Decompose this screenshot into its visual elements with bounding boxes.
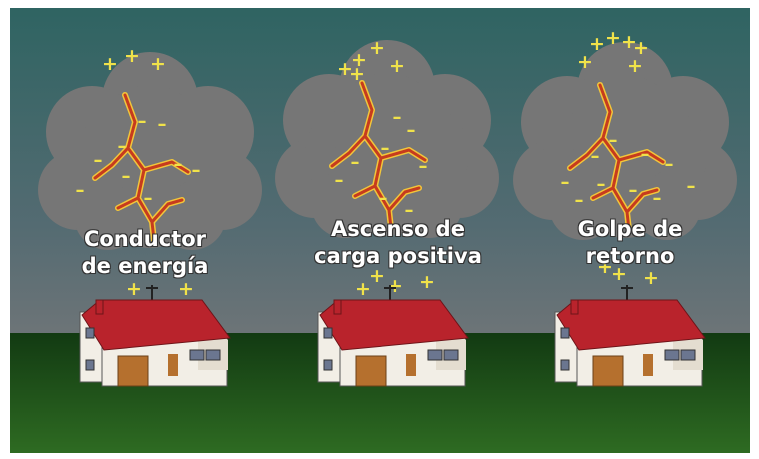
window xyxy=(205,349,221,361)
caption-ascenso: Ascenso de carga positiva xyxy=(283,216,513,270)
negative-charge: – xyxy=(174,154,183,175)
window xyxy=(323,327,333,339)
caption-line: Ascenso de xyxy=(331,217,465,241)
cloud-puff xyxy=(74,182,142,250)
caption-line: carga positiva xyxy=(314,244,482,268)
negative-charge: – xyxy=(335,170,344,191)
house xyxy=(317,285,469,387)
front-door xyxy=(406,354,416,376)
negative-charge: – xyxy=(76,180,85,201)
front-door xyxy=(168,354,178,376)
negative-charge: – xyxy=(405,200,414,221)
negative-charge: – xyxy=(407,120,416,141)
panel-2: ++++++––––––––––+++ xyxy=(513,27,737,387)
chimney xyxy=(95,299,104,315)
negative-charge: – xyxy=(379,188,388,209)
positive-charge: + xyxy=(589,33,605,55)
caption-conductor: Conductor de energía xyxy=(40,226,250,280)
window xyxy=(427,349,443,361)
negative-charge: – xyxy=(609,130,618,151)
garage-door xyxy=(355,355,387,387)
cloud-puff xyxy=(311,170,379,238)
cloud-puff xyxy=(95,85,205,195)
panel-0: +++–––––––––++ xyxy=(38,45,262,387)
house xyxy=(554,285,706,387)
front-door xyxy=(643,354,653,376)
positive-charge: + xyxy=(577,51,593,73)
positive-charge: + xyxy=(150,53,166,75)
ground-positive-charge: + xyxy=(419,271,435,293)
positive-charge: + xyxy=(351,49,367,71)
cloud-puff xyxy=(549,172,617,240)
negative-charge: – xyxy=(561,172,570,193)
negative-charge: – xyxy=(665,154,674,175)
negative-charge: – xyxy=(393,107,402,128)
window xyxy=(443,349,459,361)
negative-charge: – xyxy=(144,188,153,209)
positive-charge: + xyxy=(389,55,405,77)
ground-positive-charge: + xyxy=(643,267,659,289)
positive-charge: + xyxy=(349,63,365,85)
negative-charge: – xyxy=(575,190,584,211)
negative-charge: – xyxy=(419,156,428,177)
lightning-bolt xyxy=(568,83,665,232)
ground-positive-charge: + xyxy=(355,278,371,300)
negative-charge: – xyxy=(591,146,600,167)
caption-line: Conductor xyxy=(83,227,207,251)
ground-positive-charge: + xyxy=(178,278,194,300)
house xyxy=(79,285,231,387)
positive-charge: + xyxy=(337,58,353,80)
positive-charge: + xyxy=(621,31,637,53)
caption-line: Golpe de xyxy=(577,217,683,241)
positive-charge: + xyxy=(605,27,621,49)
chimney xyxy=(333,299,342,315)
negative-charge: – xyxy=(641,144,650,165)
window xyxy=(85,327,95,339)
negative-charge: – xyxy=(629,180,638,201)
negative-charge: – xyxy=(138,111,147,132)
positive-charge: + xyxy=(124,45,140,67)
caption-line: retorno xyxy=(585,244,675,268)
ground-positive-charge: + xyxy=(597,256,613,278)
negative-charge: – xyxy=(653,188,662,209)
caption-line: de energía xyxy=(81,254,209,278)
positive-charge: + xyxy=(102,53,118,75)
ground-positive-charge: + xyxy=(387,275,403,297)
negative-charge: – xyxy=(158,114,167,135)
garage-door xyxy=(592,355,624,387)
garage-door xyxy=(117,355,149,387)
cloud-puff xyxy=(570,75,680,185)
positive-charge: + xyxy=(627,55,643,77)
negative-charge: – xyxy=(192,160,201,181)
ground-positive-charge: + xyxy=(611,263,627,285)
window xyxy=(560,327,570,339)
ground-positive-charge: + xyxy=(126,278,142,300)
negative-charge: – xyxy=(351,152,360,173)
window xyxy=(664,349,680,361)
negative-charge: – xyxy=(687,176,696,197)
negative-charge: – xyxy=(122,166,131,187)
ground-positive-charge: + xyxy=(369,265,385,287)
lightning-bolt xyxy=(330,81,427,230)
negative-charge: – xyxy=(94,150,103,171)
window xyxy=(323,359,333,371)
window xyxy=(680,349,696,361)
negative-charge: – xyxy=(118,136,127,157)
positive-charge: + xyxy=(369,37,385,59)
window xyxy=(560,359,570,371)
panel-1: +++++––––––––++++ xyxy=(275,37,499,387)
negative-charge: – xyxy=(597,174,606,195)
negative-charge: – xyxy=(381,138,390,159)
lightning-bolt xyxy=(93,93,190,242)
chimney xyxy=(570,299,579,315)
window xyxy=(85,359,95,371)
caption-golpe: Golpe de retorno xyxy=(530,216,730,270)
positive-charge: + xyxy=(633,37,649,59)
window xyxy=(189,349,205,361)
